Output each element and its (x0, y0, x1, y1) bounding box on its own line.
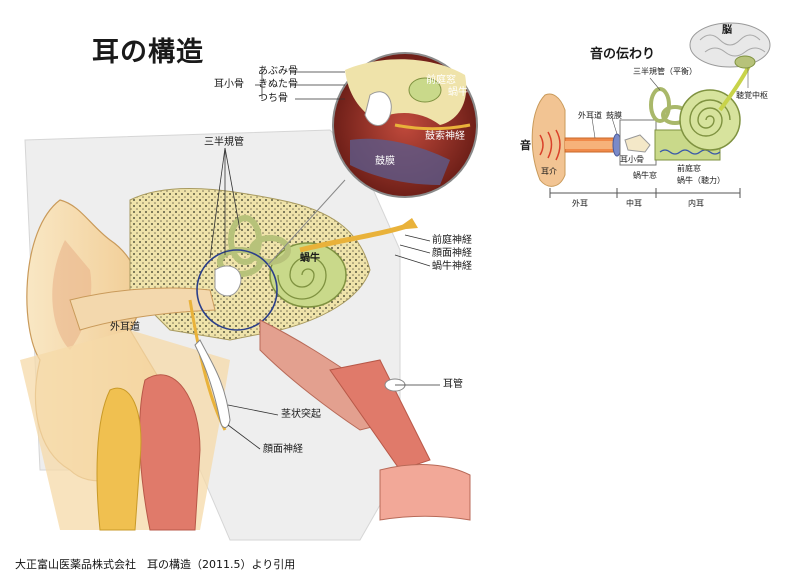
inset-ossicles (364, 91, 392, 126)
cochlea-shape (269, 242, 347, 308)
label-ear-ossicles: 耳小骨 (214, 79, 244, 90)
label-incus: きぬた骨 (258, 79, 298, 90)
label-inset-chorda-tympani: 鼓索神経 (425, 131, 465, 142)
label-sound-cochlea: 蝸牛（聴力） (677, 176, 725, 185)
label-facial-nerve-upper: 顔面神経 (432, 248, 472, 259)
label-inset-vestibular-window: 前庭窓 (426, 75, 456, 86)
label-sound-semicircular: 三半規管（平衡） (633, 67, 697, 76)
label-middle-ear: 中耳 (626, 199, 642, 208)
label-cochlear-nerve: 蝸牛神経 (432, 261, 472, 272)
styloid-process-shape (194, 339, 231, 428)
label-external-auditory-canal: 外耳道 (110, 322, 140, 333)
middle-ear-highlight-circle (196, 249, 278, 331)
external-canal-tube (69, 287, 216, 331)
ossicles-main (214, 265, 242, 297)
label-brain: 脳 (722, 25, 732, 36)
fat-lower (96, 387, 142, 531)
muscle-right (329, 359, 431, 471)
label-inset-eardrum: 鼓膜 (375, 156, 395, 167)
label-malleus: つち骨 (258, 93, 288, 104)
label-sound-eardrum: 鼓膜 (606, 111, 622, 120)
label-auditory-center: 聴覚中枢 (736, 91, 768, 100)
inset-cochlea (408, 77, 442, 103)
label-styloid-process: 茎状突起 (281, 409, 321, 420)
source-caption: 大正富山医薬品株式会社 耳の構造（2011.5）より引用 (15, 558, 296, 571)
sound-auricle (531, 93, 566, 187)
label-cochlea: 蝸牛 (300, 253, 320, 264)
label-sound-oval-window: 前庭窓 (677, 164, 701, 173)
label-inset-cochlea: 蝸牛 (448, 87, 468, 98)
label-semicircular-canals: 三半規管 (204, 137, 244, 148)
page-title: 耳の構造 (92, 37, 204, 68)
sound-waves (539, 129, 561, 161)
label-inner-ear: 内耳 (688, 199, 704, 208)
inset-eardrum (350, 138, 450, 185)
label-outer-ear: 外耳 (572, 199, 588, 208)
inset-nerve (394, 123, 471, 131)
label-sound-external-canal: 外耳道 (578, 111, 602, 120)
label-stapes: あぶみ骨 (258, 66, 298, 77)
sound-diagram-title: 音の伝わり (590, 47, 656, 62)
label-eustachian-tube: 耳管 (443, 379, 463, 390)
sound-transmission-artwork (531, 22, 771, 198)
label-sound: 音 (520, 139, 531, 152)
label-sound-auricle: 耳介 (541, 167, 557, 176)
label-sound-ossicles: 耳小骨 (620, 155, 644, 164)
throat-tissue (379, 464, 471, 521)
label-facial-nerve-lower: 顔面神経 (263, 444, 303, 455)
label-sound-round-window: 蝸牛窓 (633, 171, 657, 180)
label-vestibular-nerve: 前庭神経 (432, 235, 472, 246)
